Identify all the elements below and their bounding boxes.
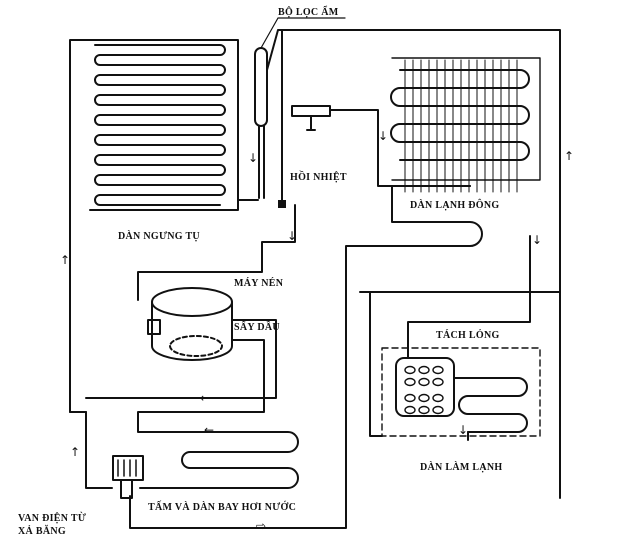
separator-coil-block — [395, 357, 455, 417]
flow-arrow-down-icon: ↓ — [532, 233, 543, 247]
label-valve-line2: XẢ BĂNG — [18, 526, 66, 537]
flow-arrow-down-icon: ↓ — [287, 229, 298, 243]
label-filter: BỘ LỌC ẨM — [278, 7, 339, 18]
condenser-coil — [94, 44, 226, 206]
heat-exchanger-tee — [291, 105, 331, 117]
label-oil-heater: SẤY DẦU — [234, 322, 280, 333]
flow-arrow-left-icon: ← — [200, 391, 211, 405]
capillary-top — [266, 29, 561, 499]
label-separator: TÁCH LỎNG — [436, 330, 500, 341]
compressor-body — [151, 301, 233, 361]
label-cooling-evaporator: DÀN LÀM LẠNH — [420, 462, 503, 473]
filter-dryer — [254, 47, 268, 127]
flow-arrow-left-icon: ← — [204, 423, 215, 437]
label-valve-line1: VAN ĐIỆN TỪ — [18, 513, 87, 524]
solenoid-valve — [112, 455, 144, 481]
flow-arrow-down-icon: ↓ — [378, 129, 389, 143]
filter-leader — [260, 17, 346, 49]
freezer-fins — [404, 59, 518, 193]
condenser-frame — [69, 39, 239, 413]
flow-arrow-up-icon: ↑ — [564, 149, 575, 163]
flow-arrow-down-icon: ↓ — [248, 151, 259, 165]
flow-arrow-up-icon: ↑ — [60, 253, 71, 267]
flow-arrow-right-icon: ⇨ — [256, 519, 267, 533]
compressor-top — [151, 287, 233, 317]
separator-holes — [404, 365, 444, 415]
label-freezer-evaporator: DÀN LẠNH ĐÔNG — [410, 200, 500, 211]
cooling-coil — [453, 377, 528, 433]
flow-arrow-down-icon: ↓ — [458, 423, 469, 437]
label-heat-exchanger: HỒI NHIỆT — [290, 172, 347, 183]
label-evaporator-tray: TẤM VÀ DÀN BAY HƠI NƯỚC — [148, 502, 297, 513]
flow-arrow-up-icon: ↑ — [70, 445, 81, 459]
label-compressor: MÁY NÉN — [234, 278, 284, 289]
freezer-coil — [390, 69, 530, 161]
separator-box — [381, 347, 541, 437]
freezer-frame — [391, 57, 541, 181]
oil-heater-dash — [169, 335, 223, 357]
label-condenser: DÀN NGƯNG TỤ — [118, 231, 200, 242]
